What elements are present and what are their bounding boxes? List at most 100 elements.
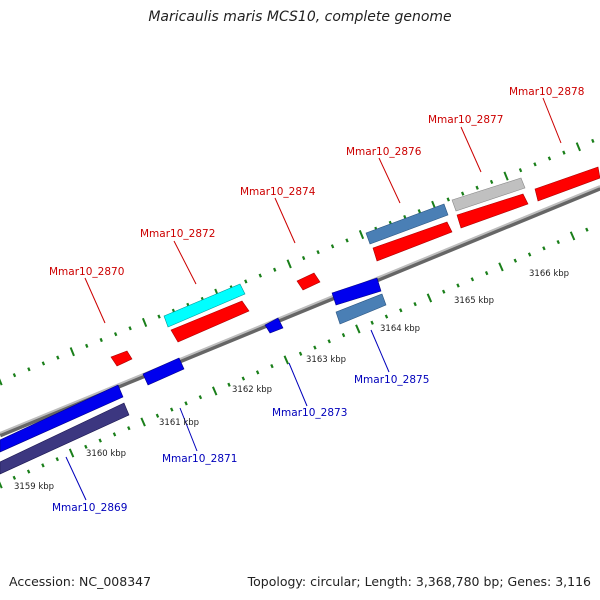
major-tick — [358, 230, 365, 240]
gene-arrow-reverse[interactable] — [0, 402, 130, 475]
minor-tick — [184, 401, 188, 406]
minor-tick — [12, 475, 17, 480]
minor-tick — [345, 238, 349, 243]
minor-tick — [41, 463, 45, 468]
minor-tick — [270, 364, 274, 369]
map-title: Maricaulis maris MCS10, complete genome — [148, 9, 452, 25]
minor-tick — [527, 252, 532, 257]
scale-tick-label: 3165 kbp — [454, 296, 494, 306]
minor-tick — [556, 240, 560, 245]
gene-arrow-forward[interactable] — [110, 350, 133, 367]
minor-tick — [112, 432, 117, 437]
minor-tick — [475, 185, 479, 190]
reverse-guide-dots — [0, 227, 589, 489]
gene-label[interactable]: Mmar10_2870 — [49, 266, 124, 278]
gene-label[interactable]: Mmar10_2873 — [272, 407, 347, 419]
minor-tick — [313, 345, 317, 350]
minor-tick — [198, 395, 203, 400]
major-tick — [212, 386, 218, 396]
gene-arrow-forward[interactable] — [534, 166, 600, 202]
scale-labels: 3159 kbp 3160 kbp 3161 kbp 3162 kbp 3163… — [14, 269, 569, 492]
scale-tick-label: 3161 kbp — [159, 418, 199, 428]
minor-tick — [155, 413, 160, 418]
gene-other-forward[interactable] — [451, 177, 526, 212]
gene-arrow-reverse[interactable] — [264, 317, 284, 334]
minor-tick — [85, 343, 89, 348]
major-tick — [569, 231, 576, 241]
minor-tick — [170, 407, 174, 412]
major-tick — [503, 171, 509, 181]
gene-label[interactable]: Mmar10_2876 — [346, 146, 422, 158]
scale-tick-label: 3162 kbp — [232, 385, 272, 395]
gene-label[interactable]: Mmar10_2874 — [240, 186, 316, 198]
major-tick — [0, 481, 3, 489]
minor-tick — [399, 308, 403, 313]
minor-tick — [113, 332, 118, 337]
minor-tick — [513, 258, 518, 263]
minor-tick — [370, 320, 374, 325]
forward-gene-labels: Mmar10_2870 Mmar10_2872 Mmar10_2874 Mmar… — [49, 86, 584, 278]
minor-tick — [255, 370, 260, 375]
gene-arrow-forward[interactable] — [456, 193, 529, 229]
gene-label[interactable]: Mmar10_2878 — [509, 86, 584, 98]
minor-tick — [518, 168, 523, 173]
minor-tick — [41, 361, 46, 366]
minor-tick — [460, 191, 465, 196]
major-tick — [426, 293, 433, 303]
minor-tick — [98, 438, 102, 443]
minor-tick — [227, 382, 231, 387]
minor-tick — [446, 197, 450, 202]
major-tick — [575, 142, 581, 152]
major-tick — [283, 355, 289, 365]
gene-other-forward[interactable] — [163, 283, 246, 328]
major-tick — [68, 448, 75, 458]
gene-arrow-reverse[interactable] — [331, 277, 382, 306]
minor-tick — [258, 273, 262, 278]
minor-tick — [26, 469, 31, 474]
major-tick — [286, 259, 292, 269]
major-tick — [0, 378, 3, 386]
minor-tick — [99, 337, 103, 343]
gene-arrow-forward[interactable] — [372, 221, 453, 262]
scale-tick-label: 3164 kbp — [380, 324, 420, 334]
minor-tick — [56, 355, 60, 360]
gene-label[interactable]: Mmar10_2875 — [354, 374, 429, 386]
major-tick — [355, 324, 361, 334]
minor-tick — [489, 179, 494, 184]
minor-tick — [484, 271, 489, 276]
minor-tick — [273, 267, 277, 272]
minor-tick — [55, 457, 59, 462]
gene-arrow-forward[interactable] — [170, 300, 250, 343]
minor-tick — [341, 333, 346, 338]
gene-arrow-reverse[interactable] — [0, 384, 124, 453]
minor-tick — [417, 209, 422, 214]
minor-tick — [157, 314, 161, 319]
scale-tick-label: 3159 kbp — [14, 482, 54, 492]
accession-text: Accession: NC_008347 — [9, 574, 152, 589]
major-tick — [140, 417, 146, 427]
gene-arrow-reverse[interactable] — [142, 357, 185, 386]
gene-other-forward[interactable] — [365, 203, 449, 245]
minor-tick — [585, 227, 589, 232]
minor-tick — [128, 326, 132, 331]
genome-summary-text: Topology: circular; Length: 3,368,780 bp… — [247, 574, 591, 589]
gene-label[interactable]: Mmar10_2877 — [428, 114, 503, 126]
gene-arrow-reverse[interactable] — [335, 293, 387, 325]
scale-tick-label: 3163 kbp — [306, 355, 346, 365]
gene-arrow-forward[interactable] — [296, 272, 321, 291]
gene-label[interactable]: Mmar10_2869 — [52, 502, 127, 514]
genome-backbone — [0, 185, 600, 438]
gene-label[interactable]: Mmar10_2872 — [140, 228, 215, 240]
minor-tick — [244, 279, 248, 284]
reverse-gene-segments — [0, 277, 387, 475]
minor-tick — [27, 367, 31, 372]
minor-tick — [591, 138, 595, 143]
gene-label[interactable]: Mmar10_2871 — [162, 453, 237, 465]
callout-lines — [65, 97, 562, 501]
minor-tick — [241, 376, 246, 381]
minor-tick — [298, 351, 303, 356]
scale-tick-label: 3166 kbp — [529, 269, 569, 279]
minor-tick — [547, 156, 552, 161]
minor-tick — [442, 289, 446, 294]
minor-tick — [327, 339, 331, 344]
